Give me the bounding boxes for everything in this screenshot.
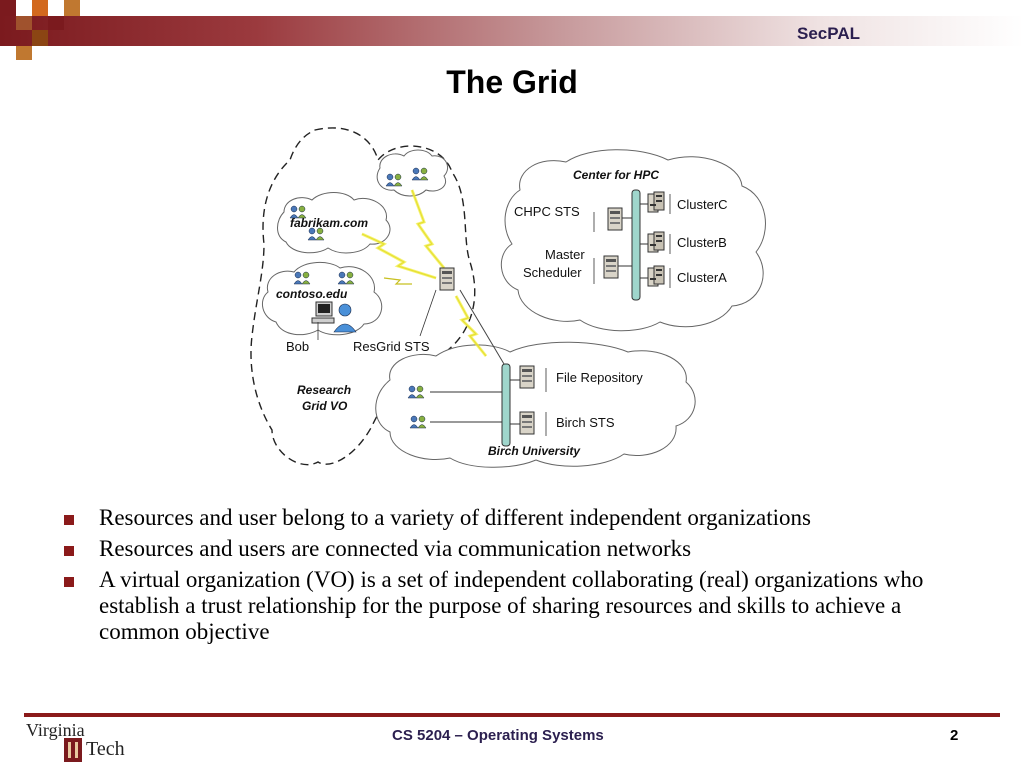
contoso-cloud bbox=[261, 262, 383, 336]
header-square-4 bbox=[48, 16, 64, 30]
master-scheduler-server-icon bbox=[603, 255, 619, 279]
lightning-link-3 bbox=[383, 277, 412, 285]
bob-computer-icon bbox=[311, 301, 335, 324]
fabrikam-cloud bbox=[277, 192, 391, 254]
resgrid-sts-server-icon bbox=[439, 267, 455, 291]
master-label-line1: Master bbox=[545, 247, 585, 262]
lightning-link-2-fill bbox=[410, 189, 446, 269]
research-vo-label-line1: Research bbox=[297, 383, 351, 397]
lightning-link-1-fill bbox=[361, 232, 437, 280]
grid-diagram: fabrikam.com contoso.edu Research Grid V… bbox=[250, 127, 766, 468]
header-square-7 bbox=[16, 46, 32, 60]
lightning-link-4-fill bbox=[454, 295, 488, 357]
header-square-3 bbox=[32, 0, 48, 16]
chpc-sts-server-icon bbox=[607, 207, 623, 231]
header-title: SecPAL bbox=[797, 24, 860, 43]
bullet-item: Resources and users are connected via co… bbox=[62, 536, 982, 562]
header-square-2 bbox=[16, 16, 32, 30]
hpc-backbone-bar bbox=[631, 189, 641, 301]
virginia-tech-logo: Virginia Tech bbox=[24, 720, 136, 766]
master-label-line2: Scheduler bbox=[523, 265, 582, 280]
bullet-item: A virtual organization (VO) is a set of … bbox=[62, 567, 982, 645]
cluster-c-icon bbox=[647, 191, 665, 213]
file-repository-server-icon bbox=[519, 365, 535, 389]
cluster-a-icon bbox=[647, 265, 665, 287]
resgrid-to-birch-line bbox=[459, 289, 505, 365]
resgrid-sts-leader bbox=[419, 289, 437, 337]
center-hpc-label: Center for HPC bbox=[573, 168, 659, 182]
header-square-1 bbox=[0, 0, 16, 16]
resgrid-sts-label: ResGrid STS bbox=[353, 339, 430, 354]
birch-backbone-bar bbox=[501, 363, 511, 447]
research-vo-label-line2: Grid VO bbox=[302, 399, 348, 413]
slide-title: The Grid bbox=[446, 64, 578, 100]
birch-sts-label: Birch STS bbox=[556, 415, 615, 430]
file-repository-label: File Repository bbox=[556, 370, 643, 385]
header-square-6 bbox=[32, 30, 48, 46]
vt-mark-icon bbox=[64, 738, 82, 762]
cluster-c-label: ClusterC bbox=[677, 197, 728, 212]
logo-text-line1: Virginia bbox=[26, 720, 85, 740]
footer-rule bbox=[24, 713, 1000, 717]
users-cloud bbox=[376, 149, 448, 197]
cluster-b-label: ClusterB bbox=[677, 235, 727, 250]
cluster-a-label: ClusterA bbox=[677, 270, 727, 285]
bullet-list: Resources and user belong to a variety o… bbox=[62, 505, 982, 650]
bob-user-icon bbox=[333, 303, 357, 333]
chpc-sts-label: CHPC STS bbox=[514, 204, 580, 219]
bob-label: Bob bbox=[286, 339, 309, 354]
page-number: 2 bbox=[950, 727, 959, 744]
header-square-5 bbox=[64, 0, 80, 16]
cluster-b-icon bbox=[647, 231, 665, 253]
logo-text-line2: Tech bbox=[86, 738, 125, 760]
footer-course: CS 5204 – Operating Systems bbox=[392, 727, 604, 744]
birch-cloud bbox=[375, 341, 696, 468]
birch-university-label: Birch University bbox=[488, 444, 581, 458]
fabrikam-label: fabrikam.com bbox=[290, 216, 368, 230]
contoso-label: contoso.edu bbox=[276, 287, 348, 301]
birch-sts-server-icon bbox=[519, 411, 535, 435]
bullet-item: Resources and user belong to a variety o… bbox=[62, 505, 982, 531]
header-gradient-band bbox=[0, 16, 1024, 46]
